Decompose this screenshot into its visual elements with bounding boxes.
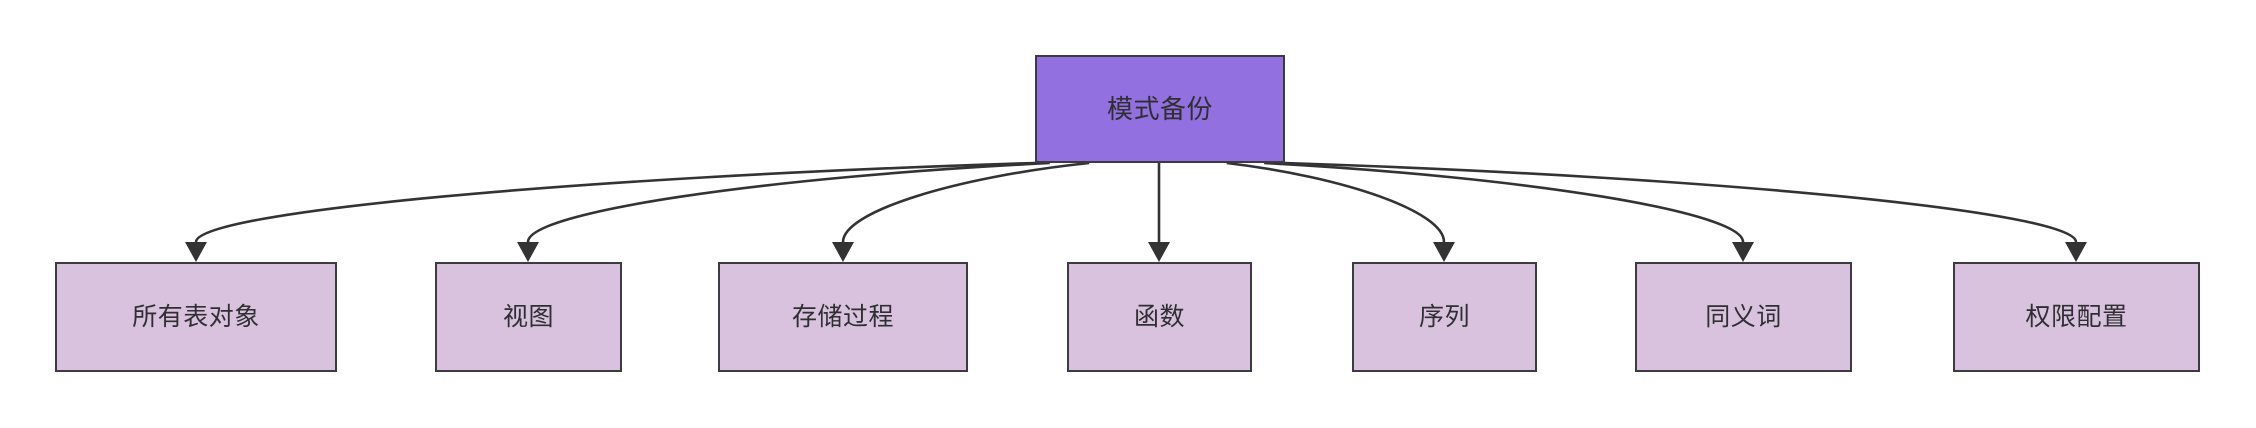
node-label: 所有表对象 bbox=[132, 302, 260, 331]
node-function[interactable]: 函数 bbox=[1067, 262, 1252, 372]
arrowhead-view bbox=[517, 242, 539, 262]
arrowhead-permission-config bbox=[2065, 242, 2087, 262]
node-label: 同义词 bbox=[1705, 302, 1782, 331]
arrowhead-function bbox=[1148, 242, 1170, 262]
edge-schema-backup-to-permission-config bbox=[1284, 161, 2078, 243]
node-synonym[interactable]: 同义词 bbox=[1635, 262, 1852, 372]
node-label: 模式备份 bbox=[1106, 94, 1213, 124]
node-view[interactable]: 视图 bbox=[435, 262, 622, 372]
node-permission-config[interactable]: 权限配置 bbox=[1953, 262, 2200, 372]
edge-schema-backup-to-view bbox=[526, 161, 1050, 243]
node-all-table-objects[interactable]: 所有表对象 bbox=[55, 262, 337, 372]
arrowhead-all-table-objects bbox=[185, 242, 207, 262]
node-sequence[interactable]: 序列 bbox=[1352, 262, 1537, 372]
arrowhead-stored-procedure bbox=[832, 242, 854, 262]
node-label: 函数 bbox=[1133, 302, 1185, 331]
edge-schema-backup-to-all-table-objects bbox=[194, 161, 1036, 243]
edge-schema-backup-to-synonym bbox=[1264, 161, 1745, 243]
node-stored-procedure[interactable]: 存储过程 bbox=[718, 262, 968, 372]
node-schema-backup[interactable]: 模式备份 bbox=[1035, 55, 1285, 163]
arrowhead-synonym bbox=[1732, 242, 1754, 262]
node-label: 视图 bbox=[502, 302, 554, 331]
arrowhead-sequence bbox=[1433, 242, 1455, 262]
node-label: 序列 bbox=[1418, 302, 1470, 331]
node-label: 权限配置 bbox=[2025, 302, 2128, 331]
edge-schema-backup-to-sequence bbox=[1226, 161, 1446, 243]
node-label: 存储过程 bbox=[791, 302, 894, 331]
edge-schema-backup-to-stored-procedure bbox=[841, 161, 1090, 243]
